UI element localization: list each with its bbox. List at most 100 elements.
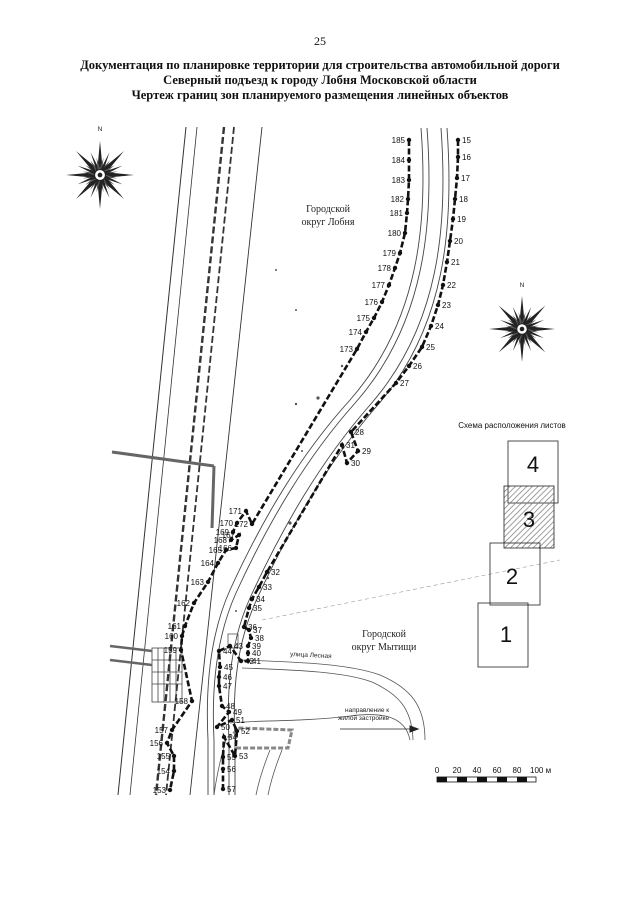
rose-center-dot xyxy=(519,326,525,332)
railway xyxy=(117,126,263,796)
boundary-point-43 xyxy=(227,643,233,649)
boundary-point-176 xyxy=(379,299,385,305)
rose-center-dot xyxy=(97,172,103,178)
boundary-point-160 xyxy=(179,633,185,639)
boundary-point-label-154: 154 xyxy=(157,767,171,776)
boundary-point-25 xyxy=(419,344,425,350)
boundary-point-180 xyxy=(402,230,408,236)
boundary-point-38 xyxy=(248,635,254,641)
boundary-point-label-42: 42 xyxy=(245,657,254,666)
direction-arrow xyxy=(340,725,420,733)
boundary-point-153 xyxy=(167,787,173,793)
scale-tick: 100 м xyxy=(530,766,551,775)
boundary-point-label-182: 182 xyxy=(391,195,405,204)
boundary-point-labels: 1516171819202122232425262728293031323334… xyxy=(150,136,472,795)
boundary-point-label-56: 56 xyxy=(227,765,236,774)
boundary-point-156 xyxy=(164,740,170,746)
north-label: N xyxy=(520,282,525,289)
boundary-point-163 xyxy=(205,579,211,585)
sheet-4-label: 4 xyxy=(527,452,539,477)
boundary-point-label-37: 37 xyxy=(253,626,262,635)
boundary-point-53 xyxy=(232,753,238,759)
boundary-point-37 xyxy=(246,627,252,633)
boundary-point-label-18: 18 xyxy=(459,195,468,204)
local-streets xyxy=(213,633,426,796)
boundary-points xyxy=(164,137,461,793)
boundary-point-label-16: 16 xyxy=(462,153,471,162)
boundary-point-label-51: 51 xyxy=(236,716,245,725)
station-block xyxy=(109,644,183,703)
boundary-point-label-163: 163 xyxy=(191,578,205,587)
side-road xyxy=(111,450,216,529)
boundary-point-label-167: 167 xyxy=(222,531,236,540)
boundary-point-31 xyxy=(339,442,345,448)
sheet-2 xyxy=(489,542,541,606)
boundary-point-label-15: 15 xyxy=(462,136,471,145)
boundary-point-label-21: 21 xyxy=(451,258,460,267)
boundary-point-173 xyxy=(354,346,360,352)
title-line-3: Чертеж границ зон планируемого размещени… xyxy=(131,88,509,102)
boundary-point-label-31: 31 xyxy=(346,441,355,450)
boundary-point-40 xyxy=(245,650,251,656)
boundary-point-label-45: 45 xyxy=(224,663,233,672)
sheet-layout-scheme: Схема расположения листов 4 3 2 1 xyxy=(458,421,566,668)
boundary-point-51 xyxy=(229,717,235,723)
boundary-point-label-46: 46 xyxy=(223,673,232,682)
boundary-point-label-48: 48 xyxy=(226,702,235,711)
page-number: 25 xyxy=(314,34,326,48)
boundary-point-label-47: 47 xyxy=(223,682,232,691)
sheet-2-label: 2 xyxy=(506,564,518,589)
boundary-point-label-39: 39 xyxy=(252,642,261,651)
boundary-point-label-53: 53 xyxy=(239,752,248,761)
boundary-point-label-24: 24 xyxy=(435,322,444,331)
boundary-point-label-41: 41 xyxy=(252,657,261,666)
boundary-point-45 xyxy=(217,664,223,670)
boundary-point-16 xyxy=(455,154,461,160)
sheet-1-label: 1 xyxy=(500,622,512,647)
boundary-point-15 xyxy=(455,137,461,143)
area-lobnya-label-1: Городской xyxy=(306,204,350,215)
boundary-point-label-22: 22 xyxy=(447,281,456,290)
boundary-point-20 xyxy=(447,238,453,244)
boundary-point-42 xyxy=(238,658,244,664)
boundary-point-154 xyxy=(171,768,177,774)
boundary-point-27 xyxy=(393,380,399,386)
boundary-point-label-38: 38 xyxy=(255,634,264,643)
boundary-point-56 xyxy=(220,766,226,772)
boundary-point-label-168: 168 xyxy=(214,536,228,545)
designed-road xyxy=(206,127,450,795)
boundary-point-label-180: 180 xyxy=(388,229,402,238)
boundary-point-34 xyxy=(249,596,255,602)
boundary-point-label-54: 54 xyxy=(228,733,237,742)
boundary-point-168 xyxy=(228,537,234,543)
sheet-1 xyxy=(477,602,529,668)
boundary-point-17 xyxy=(454,175,460,181)
boundary-point-label-20: 20 xyxy=(454,237,463,246)
boundary-point-161 xyxy=(182,623,188,629)
boundary-point-label-173: 173 xyxy=(340,345,354,354)
boundary-point-155 xyxy=(171,753,177,759)
boundary-point-label-185: 185 xyxy=(392,136,406,145)
boundary-point-label-25: 25 xyxy=(426,343,435,352)
boundary-point-159 xyxy=(178,647,184,653)
boundary-point-label-27: 27 xyxy=(400,379,409,388)
boundary-point-174 xyxy=(363,329,369,335)
boundary-point-label-26: 26 xyxy=(413,362,422,371)
area-mytishchi-label-1: Городской xyxy=(362,629,406,640)
boundary-point-label-44: 44 xyxy=(223,647,232,656)
boundary-point-49 xyxy=(226,709,232,715)
boundary-point-33 xyxy=(256,584,262,590)
boundary-line-right xyxy=(215,140,460,789)
boundary-point-55 xyxy=(220,754,226,760)
boundary-point-29 xyxy=(355,448,361,454)
boundary-point-166 xyxy=(233,545,239,551)
boundary-point-label-169: 169 xyxy=(216,528,230,537)
title-line-1: Документация по планировке территории дл… xyxy=(80,58,560,72)
boundary-point-label-57: 57 xyxy=(227,785,236,794)
boundary-point-label-28: 28 xyxy=(355,428,364,437)
boundary-point-label-177: 177 xyxy=(372,281,386,290)
boundary-point-178 xyxy=(392,265,398,271)
boundary-point-182 xyxy=(405,196,411,202)
sheet-3 xyxy=(503,485,555,549)
